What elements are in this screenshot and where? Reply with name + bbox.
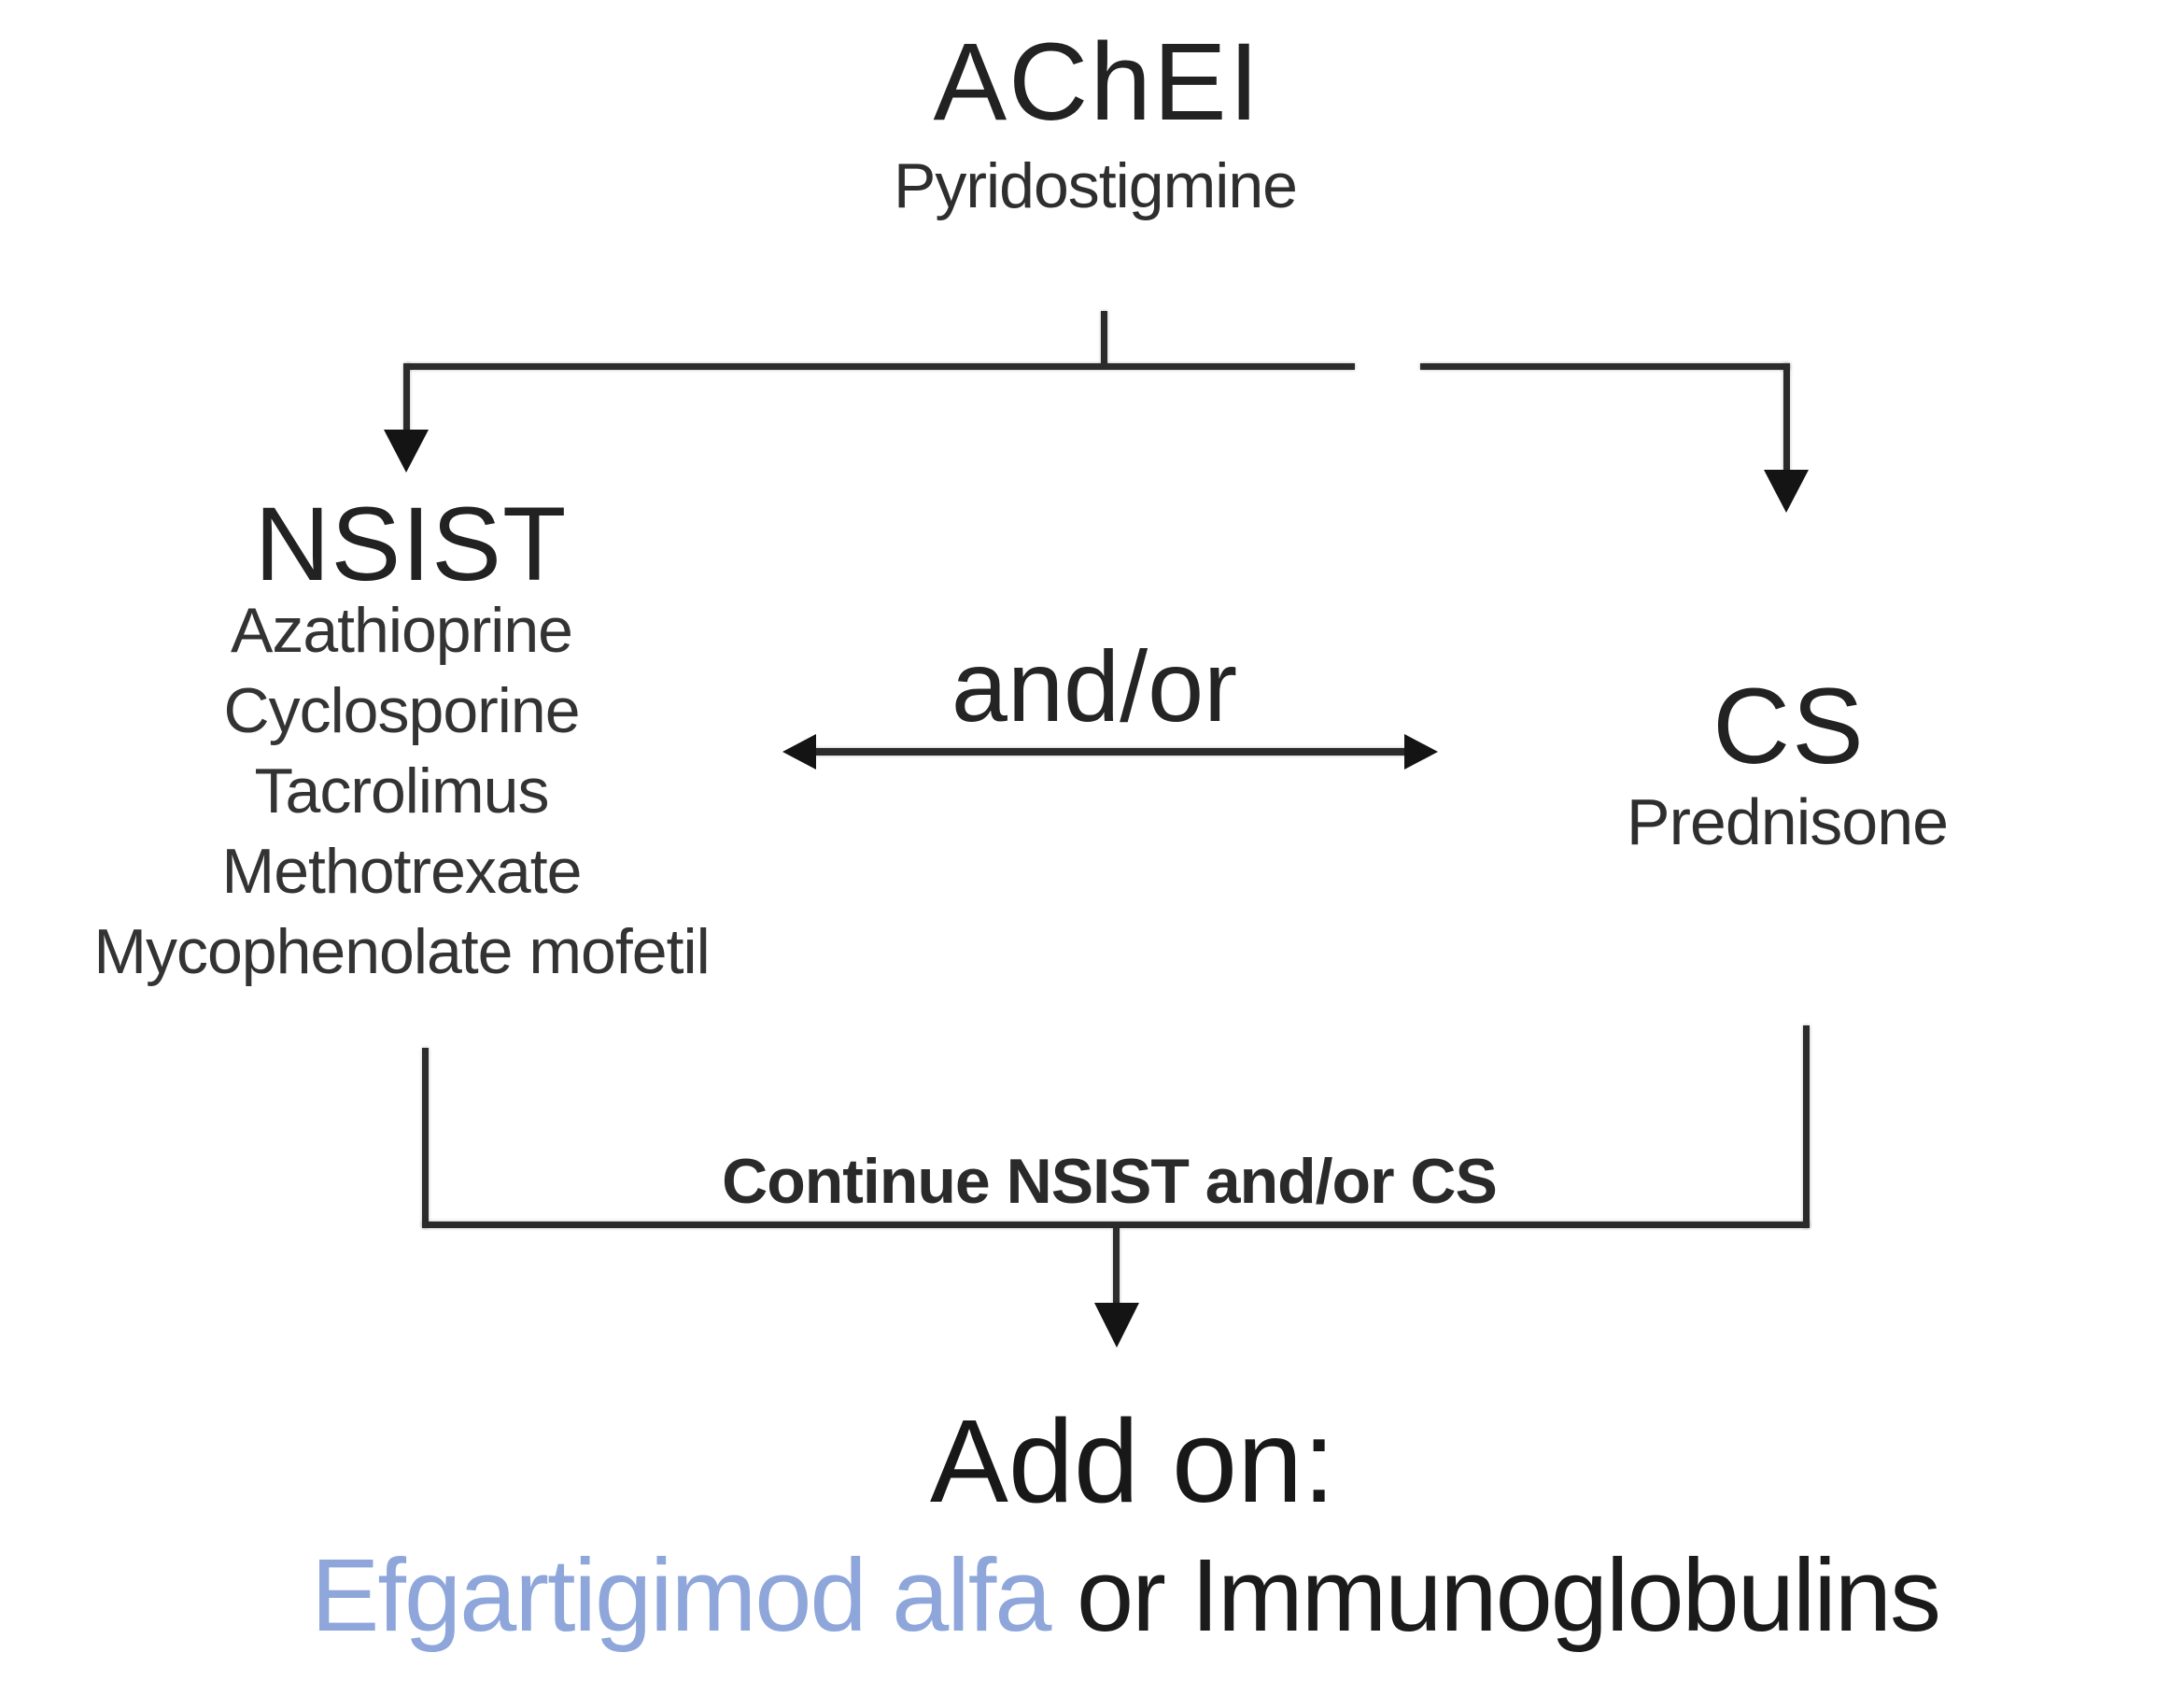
arrow-right-icon bbox=[1404, 734, 1438, 770]
addon-option-efgartigimod: Efgartigimod alfa bbox=[311, 1538, 1051, 1653]
cs-node-drug: Prednisone bbox=[1626, 785, 1949, 858]
andor-label: and/or bbox=[951, 629, 1238, 742]
achei-connector-stem bbox=[1101, 311, 1107, 366]
achei-node-title: AChEI bbox=[933, 21, 1261, 144]
addon-heading: Add on: bbox=[929, 1395, 1336, 1527]
arrow-to-addon-stem bbox=[1113, 1228, 1120, 1307]
nsist-drug-list: Azathioprine Cyclosporine Tacrolimus Met… bbox=[93, 590, 710, 992]
bracket-horizontal-line bbox=[422, 1222, 1810, 1228]
arrow-down-icon bbox=[1094, 1303, 1139, 1348]
arrow-down-icon bbox=[1764, 470, 1809, 513]
arrow-to-cs-stem bbox=[1783, 363, 1790, 473]
line-from-nsist bbox=[422, 1048, 429, 1228]
arrow-left-icon bbox=[782, 734, 816, 770]
drug-list-item: Azathioprine bbox=[230, 595, 573, 666]
arrow-to-nsist-stem bbox=[403, 363, 410, 433]
drug-list-item: Cyclosporine bbox=[223, 675, 580, 746]
continue-label: Continue NSIST and/or CS bbox=[722, 1146, 1498, 1217]
drug-list-item: Methotrexate bbox=[221, 836, 583, 907]
cs-node-title: CS bbox=[1712, 667, 1866, 786]
achei-node-drug: Pyridostigmine bbox=[894, 150, 1298, 221]
drug-list-item: Mycophenolate mofetil bbox=[93, 916, 710, 987]
drug-list-item: Tacrolimus bbox=[254, 756, 550, 826]
addon-options: Efgartigimod alfa or Immunoglobulins bbox=[311, 1536, 1941, 1655]
branch-line-right-segment bbox=[1420, 363, 1790, 370]
line-from-cs bbox=[1803, 1025, 1810, 1228]
branch-line-left-segment bbox=[406, 363, 1355, 370]
nsist-node-title: NSIST bbox=[254, 486, 568, 602]
arrow-down-icon bbox=[384, 430, 429, 473]
bidirectional-arrow-stem bbox=[799, 748, 1421, 756]
addon-option-immunoglobulins: or Immunoglobulins bbox=[1050, 1538, 1941, 1653]
